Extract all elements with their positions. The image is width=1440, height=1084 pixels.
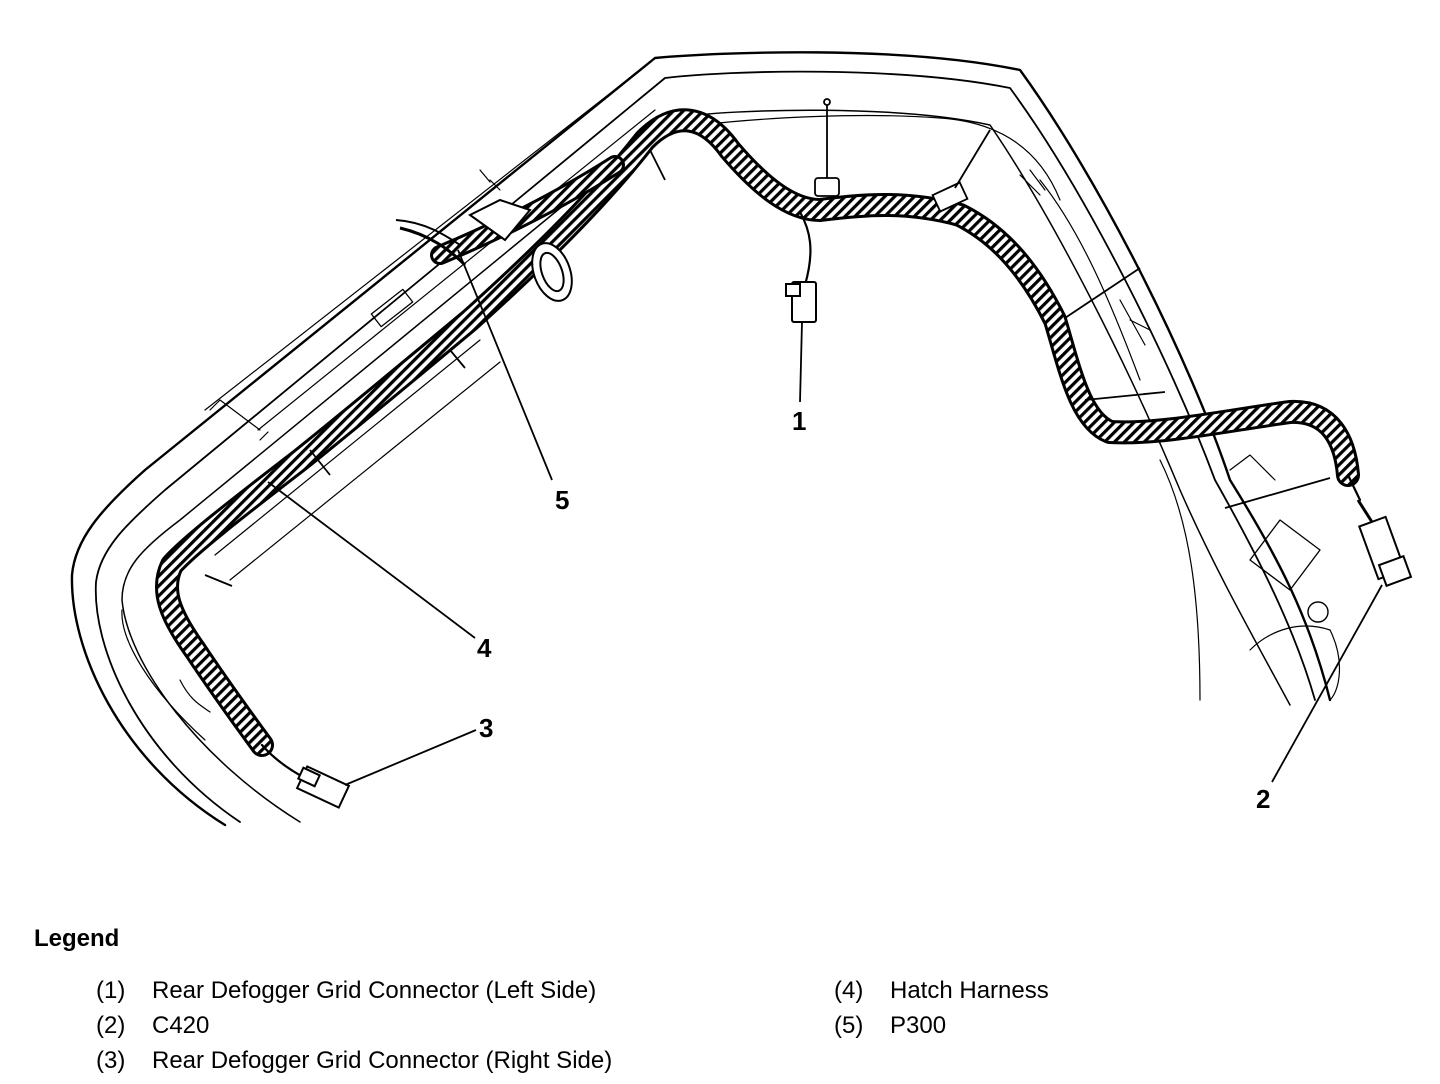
leader-1 [799,321,803,403]
legend-item-label: C420 [152,1012,210,1039]
connector-c420 [1356,499,1413,588]
callouts: 1 2 3 4 5 [477,406,1270,814]
leader-4 [267,481,476,639]
callout-5: 5 [555,485,569,515]
legend-item-label: Hatch Harness [890,977,1049,1004]
leader-lines [267,249,1383,786]
legend-item-number: (3) [96,1047,126,1074]
leader-3 [344,729,477,786]
callout-2: 2 [1256,784,1270,814]
legend-item: (3) Rear Defogger Grid Connector (Right S… [96,1046,612,1081]
connector-1 [785,281,817,323]
legend-item-number: (4) [834,977,864,1004]
legend-item-number: (1) [96,977,126,1004]
p300-grommet [395,198,573,302]
legend-item-label: P300 [890,1012,947,1039]
legend-item: (2) C420 [96,1011,612,1046]
leader-2 [1271,584,1383,783]
legend-item-number: (5) [834,1012,864,1039]
hatch-harness-diagram: 1 2 3 4 5 [70,51,1413,827]
leader-5 [457,249,553,481]
legend-title: Legend [34,925,120,952]
legend-column-1: (1) Rear Defogger Grid Connector (Left Si… [96,976,612,1081]
legend-item: (5) P300 [834,1011,1049,1046]
callout-3: 3 [479,713,493,743]
hatch-frame [70,51,1341,827]
legend: Legend (1) Rear Defogger Grid Connector (… [32,924,1412,1074]
legend-item-number: (2) [96,1012,126,1039]
hatch-harness [154,108,1362,780]
connector-3 [295,765,351,809]
legend-item-label: Rear Defogger Grid Connector (Right Side… [152,1047,613,1074]
legend-column-2: (4) Hatch Harness (5) P300 [834,976,1049,1046]
callout-1: 1 [792,406,806,436]
callout-4: 4 [477,633,492,663]
legend-item-label: Rear Defogger Grid Connector (Left Side) [152,977,597,1004]
legend-item: (1) Rear Defogger Grid Connector (Left Si… [96,976,612,1011]
legend-item: (4) Hatch Harness [834,976,1049,1011]
harness-clips [204,98,1331,587]
